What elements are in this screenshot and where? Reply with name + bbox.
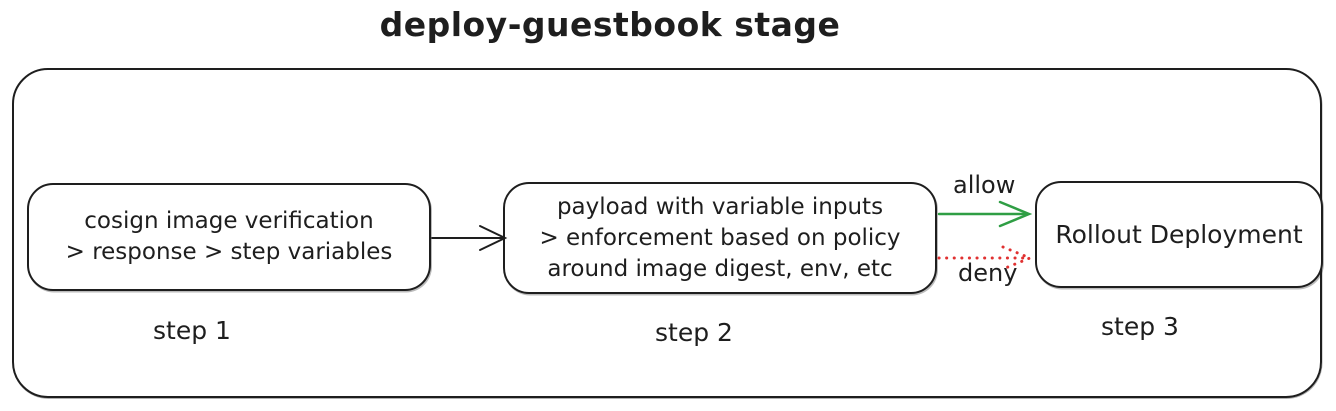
node-step-3: Rollout Deployment [1035,181,1323,288]
step-1-label: step 1 [153,316,231,345]
node-step-2-text-line: around image digest, env, etc [547,255,893,282]
allow-arrow-label: allow [953,171,1016,199]
node-step-2: payload with variable inputs > enforceme… [503,182,937,294]
node-step-1-text-line: cosign image verification [84,208,374,234]
node-step-1-text-line: > response > step variables [65,239,393,265]
node-step-1: cosign image verification > response > s… [27,183,431,291]
node-step-2-text-line: > enforcement based on policy [539,224,901,251]
deny-arrow-label: deny [958,259,1018,287]
node-step-3-text-line: Rollout Deployment [1055,220,1303,249]
diagram-title: deploy-guestbook stage [379,5,841,44]
step-2-label: step 2 [655,318,733,347]
step-3-label: step 3 [1101,312,1179,341]
node-step-2-text-line: payload with variable inputs [556,193,884,220]
